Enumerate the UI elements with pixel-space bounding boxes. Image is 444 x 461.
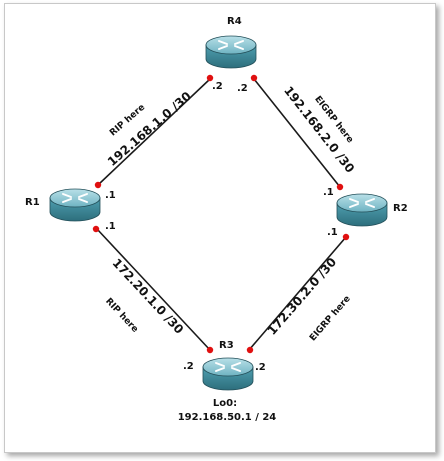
port-label-r1-bottom: .1 (105, 221, 116, 232)
link-r2-r3 (248, 236, 347, 351)
port-dot-r3-right (246, 346, 254, 354)
router-r3-label: R3 (219, 340, 234, 351)
link-r1-r4 (98, 78, 211, 185)
network-topology: R4 R1 R2 R3 .2 .2 .1 .1 .1 .1 .2 .2 192.… (25, 16, 408, 423)
port-dot-r2-top (336, 183, 344, 191)
router-r2-icon[interactable] (336, 193, 388, 227)
router-r1-label: R1 (25, 197, 40, 208)
port-label-r1-top: .1 (105, 190, 116, 201)
port-dot-r1-bottom (92, 225, 100, 233)
link-r1-r3 (96, 228, 211, 351)
port-label-r3-left: .2 (183, 361, 194, 372)
router-r4-label: R4 (227, 16, 242, 27)
link-r1-r3-network: 172.20.1.0 /30 (110, 256, 187, 337)
port-label-r4-right: .2 (237, 83, 248, 94)
port-label-r2-top: .1 (323, 187, 334, 198)
link-r4-r2 (253, 78, 341, 188)
port-label-r3-right: .2 (255, 362, 266, 373)
diagram-frame: R4 R1 R2 R3 .2 .2 .1 .1 .1 .1 .2 .2 192.… (4, 3, 436, 453)
port-dot-r1-top (94, 181, 102, 189)
port-dot-r3-left (206, 346, 214, 354)
router-r3-icon[interactable] (202, 357, 254, 391)
router-r4-icon[interactable] (205, 35, 257, 69)
port-label-r2-bottom: .1 (327, 227, 338, 238)
link-r1-r3-protocol: RIP here (103, 296, 140, 334)
router-r2-label: R2 (393, 203, 408, 214)
router-r1-icon[interactable] (49, 188, 101, 222)
port-label-r4-left: .2 (212, 81, 223, 92)
port-dot-r4-right (250, 74, 258, 82)
loopback-name: Lo0: (213, 398, 237, 409)
link-r2-r3-protocol: EIGRP here (308, 294, 353, 343)
loopback-address: 192.168.50.1 / 24 (178, 412, 277, 423)
port-dot-r4-left (206, 74, 214, 82)
port-dot-r2-bottom (342, 233, 350, 241)
